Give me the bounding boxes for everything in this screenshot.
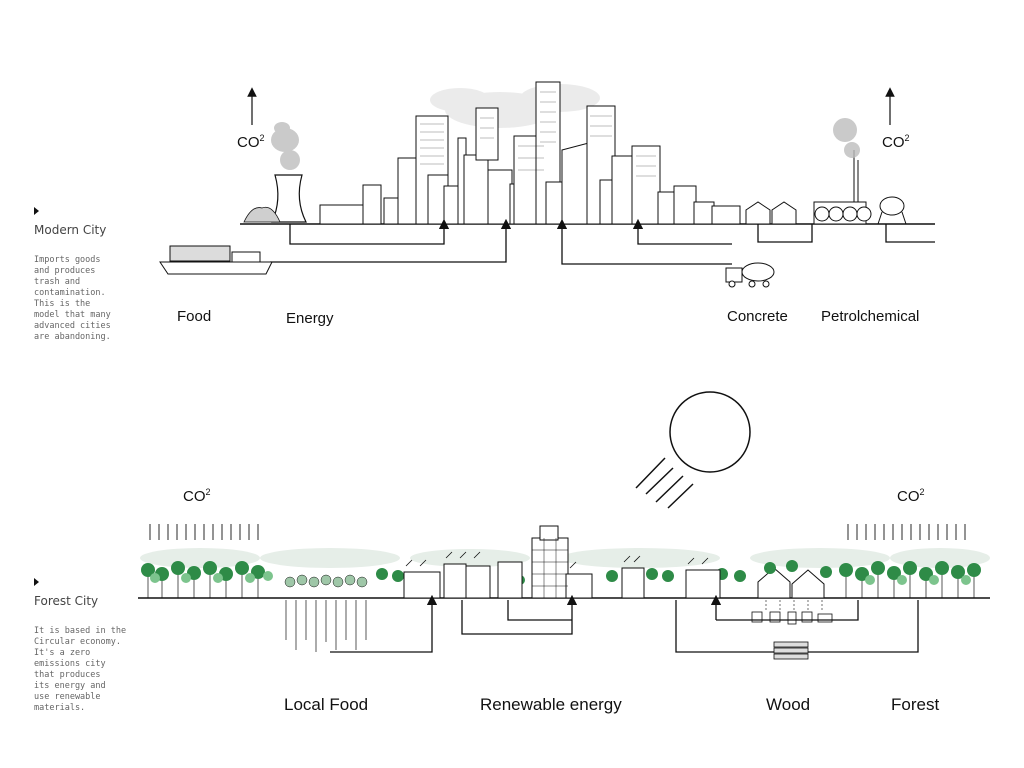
coal-pile-icon [243,206,281,223]
label-petrochemical: Petrolchemical [821,308,920,325]
orchard-trees [284,574,368,588]
power-plant-smoke [271,122,300,170]
petrochemical-plant-icon [813,150,872,225]
co2-emission-right: CO2 [882,133,910,151]
forest-city-illustration [138,391,990,660]
co2-absorb-arrows-left [149,524,259,540]
right-forest-trees [839,561,981,598]
left-forest-trees [141,561,273,598]
co2-absorb-arrows-right [847,524,966,540]
modern-city-illustration [159,81,935,288]
petrochemical-smoke [833,118,860,158]
label-food: Food [177,308,212,325]
forest-city-title: Forest City [34,594,99,608]
label-forest: Forest [891,695,940,714]
modern-city-description: Imports goods and produces trash and con… [34,255,111,342]
solar-capture-arrows [405,551,709,569]
sun-icon [669,391,751,473]
cooling-tower-icon [271,174,307,223]
label-local-food: Local Food [284,695,369,714]
cement-truck-icon [725,262,775,288]
wood-products-icons [751,611,833,625]
cargo-ship-icon [159,245,273,275]
circular-flow-lines [330,594,919,653]
building-windows [420,91,656,177]
import-flow-lines [270,218,935,265]
label-concrete: Concrete [727,308,788,325]
water-tower-icon [877,196,907,225]
crop-roots [285,600,367,652]
sun-rays [635,457,694,509]
co2-absorption-left: CO2 [183,487,211,505]
timber-stack-icon [773,641,809,660]
eco-buildings [403,525,721,599]
wooden-houses [757,567,825,599]
modern-city-marker-icon [34,207,39,215]
forest-city-description: It is based in the Circular economy. It'… [34,626,127,713]
label-wood: Wood [766,695,811,714]
co2-absorption-right: CO2 [897,487,925,505]
house-trees [764,560,832,578]
skyline [319,81,741,225]
concrete-factory-icon [745,201,797,225]
tower-grid [532,538,568,598]
modern-city-title: Modern City [34,223,107,237]
co2-emission-left: CO2 [237,133,265,151]
label-energy: Energy [286,310,334,327]
label-renewable-energy: Renewable energy [480,695,622,714]
smog-cloud [430,84,600,128]
forest-city-marker-icon [34,578,39,586]
wood-dashed-links [765,600,823,612]
